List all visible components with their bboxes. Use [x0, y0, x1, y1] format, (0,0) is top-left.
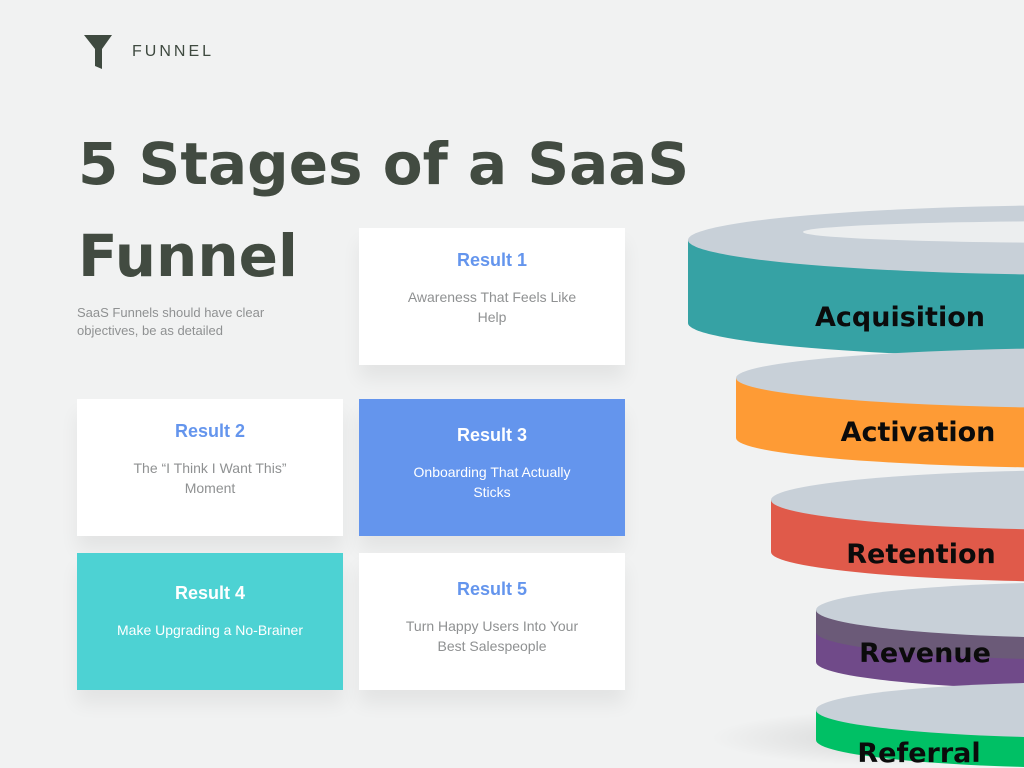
stage-label: Revenue — [859, 638, 991, 669]
result-title: Result 2 — [174, 421, 246, 441]
result-text: Awareness That Feels Like Help — [407, 289, 577, 325]
page-title: 5 Stages of a SaaS Funnel — [78, 130, 690, 290]
result-card-4: Result 4 Make Upgrading a No-Brainer — [77, 553, 343, 690]
stage-top — [816, 583, 1024, 637]
funnel-stage-retention: Retention — [771, 470, 1024, 582]
result-text: The “I Think I Want This” Moment — [133, 460, 287, 496]
stage-top — [771, 470, 1024, 530]
stage-top — [816, 683, 1024, 737]
funnel-stage-revenue: Revenue — [816, 583, 1024, 689]
stage-label: Retention — [846, 539, 995, 570]
result-text: Make Upgrading a No-Brainer — [117, 622, 303, 638]
result-card-1: Result 1 Awareness That Feels Like Help — [359, 228, 625, 365]
stage-top — [736, 348, 1024, 408]
funnel-stage-referral: Referral — [816, 683, 1024, 768]
stage-label: Acquisition — [815, 302, 985, 333]
funnel-stage-acquisition: Acquisition — [688, 205, 1024, 358]
stage-label: Referral — [857, 738, 980, 768]
brand: FUNNEL — [84, 35, 214, 69]
funnel-discs: AcquisitionActivationRetentionRevenueRef… — [688, 205, 1024, 768]
result-title: Result 5 — [456, 579, 528, 599]
subtitle: SaaS Funnels should have clear objective… — [77, 305, 265, 338]
result-text: Turn Happy Users Into Your Best Salespeo… — [405, 618, 579, 654]
funnel-opening — [803, 221, 1024, 243]
brand-name: FUNNEL — [132, 43, 215, 60]
result-card-3: Result 3 Onboarding That Actually Sticks — [359, 399, 625, 536]
funnel-icon — [84, 35, 112, 69]
result-title: Result 3 — [456, 425, 528, 445]
result-title: Result 1 — [456, 250, 528, 270]
result-card-2: Result 2 The “I Think I Want This” Momen… — [77, 399, 343, 536]
result-title: Result 4 — [174, 583, 246, 603]
result-card-5: Result 5 Turn Happy Users Into Your Best… — [359, 553, 625, 690]
result-text: Onboarding That Actually Sticks — [413, 464, 571, 500]
funnel-stage-activation: Activation — [736, 348, 1024, 468]
stage-label: Activation — [841, 417, 996, 448]
